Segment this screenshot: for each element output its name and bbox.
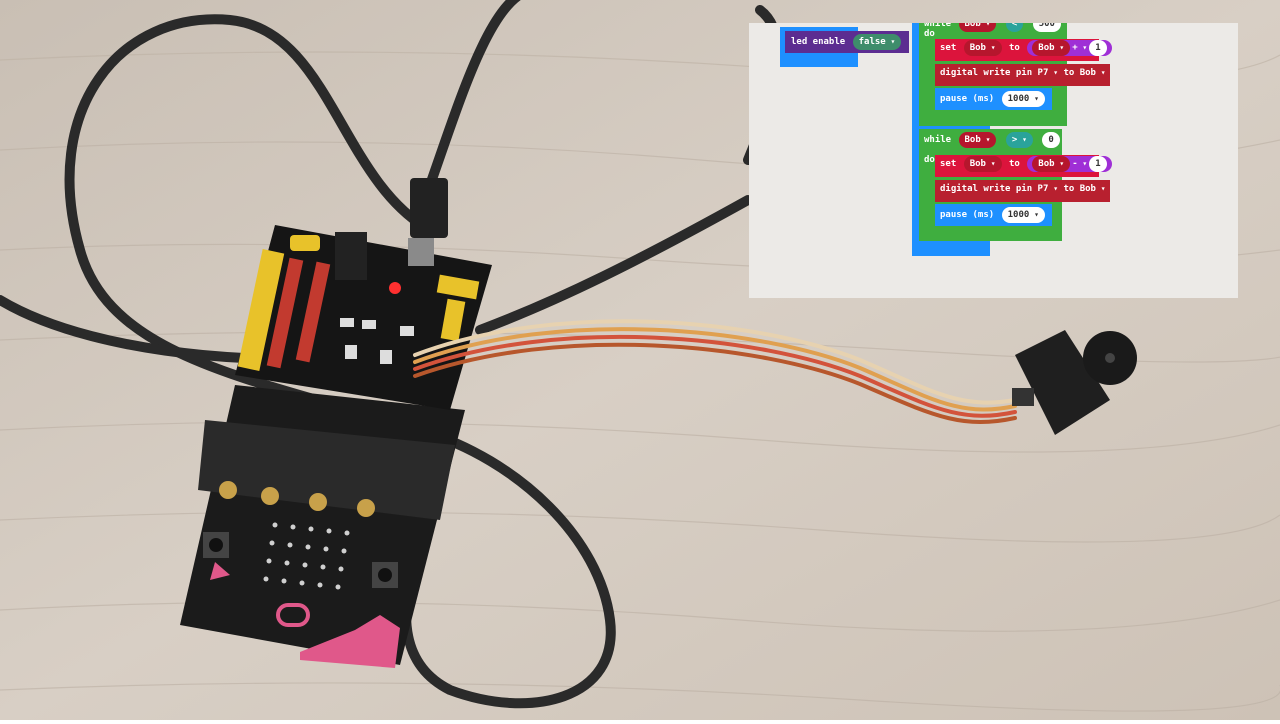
while-keyword-2: while — [924, 135, 952, 145]
set-var-1[interactable]: Bob — [963, 39, 1002, 56]
set-to-1: to — [1009, 43, 1020, 53]
write-to-2: to — [1063, 184, 1075, 194]
set-op-1[interactable]: + — [1072, 43, 1087, 53]
while-limit-1[interactable]: 500 — [1032, 23, 1061, 32]
pink-triangles — [300, 615, 400, 668]
write-to-1: to — [1063, 68, 1075, 78]
set-block-2[interactable]: set Bob to Bob-1 — [935, 155, 1112, 177]
set-amount-2[interactable]: 1 — [1089, 155, 1107, 172]
pause-label-1: pause (ms) — [940, 94, 995, 104]
write-pin-1[interactable]: P7 — [1038, 68, 1058, 78]
while-var-2[interactable]: Bob — [958, 131, 997, 148]
while-op-2[interactable]: > — [1005, 131, 1033, 148]
pause-block-2[interactable]: pause (ms) 1000 — [935, 204, 1052, 226]
led-enable-block[interactable]: led enable false — [785, 31, 910, 53]
microbit-logo — [276, 603, 310, 627]
led-enable-label: led enable — [791, 37, 846, 47]
set-block-1[interactable]: set Bob to Bob+1 — [935, 39, 1112, 61]
digital-write-block-1[interactable]: digital write pin P7 to Bob — [935, 64, 1110, 86]
wood-grain — [0, 51, 1280, 712]
write-label-2: digital write pin — [940, 184, 1033, 194]
write-var-2[interactable]: Bob — [1080, 184, 1106, 194]
pause-value-2[interactable]: 1000 — [1001, 206, 1045, 223]
do-keyword-2: do — [924, 155, 935, 165]
pause-value-1[interactable]: 1000 — [1001, 90, 1045, 107]
usb-plug — [410, 178, 448, 238]
set-var-2[interactable]: Bob — [963, 155, 1002, 172]
red-headers — [266, 257, 331, 369]
set-amount-1[interactable]: 1 — [1089, 39, 1107, 56]
usb-port — [408, 238, 434, 266]
while-op-1[interactable]: < — [1005, 23, 1024, 32]
set-kw-2: set — [940, 159, 957, 169]
do-keyword-1: do — [924, 29, 935, 39]
set-src-1[interactable]: Bob — [1032, 39, 1071, 56]
pause-block-1[interactable]: pause (ms) 1000 — [935, 88, 1052, 110]
chips — [340, 318, 414, 364]
set-to-2: to — [1009, 159, 1020, 169]
yellow-headers — [237, 235, 480, 371]
code-panel: led enable false while Bob < 500 do set … — [749, 23, 1238, 298]
led-enable-value[interactable]: false — [852, 33, 902, 50]
write-var-1[interactable]: Bob — [1080, 68, 1106, 78]
gold-pads — [219, 481, 375, 517]
power-jack — [335, 232, 367, 280]
while-keyword-1: while — [924, 23, 952, 29]
while-limit-2[interactable]: 0 — [1042, 131, 1060, 148]
set-src-2[interactable]: Bob — [1032, 155, 1071, 172]
jumper-wires — [413, 319, 1017, 425]
microbit-board — [180, 385, 465, 668]
led-matrix — [263, 522, 350, 590]
set-kw-1: set — [940, 43, 957, 53]
write-label-1: digital write pin — [940, 68, 1033, 78]
pause-label-2: pause (ms) — [940, 210, 995, 220]
buzzer-module — [1012, 330, 1137, 435]
digital-write-block-2[interactable]: digital write pin P7 to Bob — [935, 180, 1110, 202]
button-a-arrow — [210, 562, 230, 580]
write-pin-2[interactable]: P7 — [1038, 184, 1058, 194]
power-led — [389, 282, 401, 294]
while-var-1[interactable]: Bob — [958, 23, 997, 32]
set-op-2[interactable]: - — [1072, 159, 1087, 169]
